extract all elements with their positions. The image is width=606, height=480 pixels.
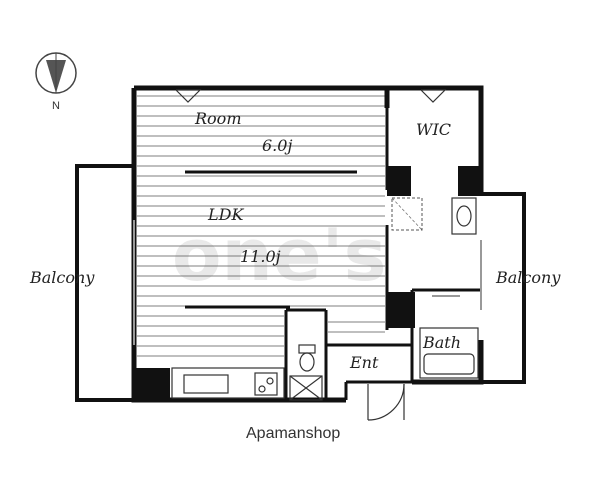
bathtub-icon (419, 327, 479, 379)
floor-hatching (137, 95, 385, 357)
storage-box (289, 375, 323, 401)
bath-label: Bath (422, 333, 461, 352)
kitchen-counter (171, 367, 285, 399)
balcony-right (481, 192, 526, 384)
room-label: Room (194, 109, 241, 128)
room-size: 6.0j (262, 136, 292, 155)
balcony-right-label: Balcony (495, 268, 561, 287)
ldk-size: 11.0j (240, 247, 281, 266)
north-arrow-icon (35, 52, 77, 94)
credit-text: Apamanshop (246, 425, 340, 442)
wic-label: WIC (416, 120, 451, 139)
wic-closet-outline (391, 197, 423, 231)
north-letter: N (52, 100, 60, 112)
washbasin-icon (451, 197, 477, 235)
watermark-text: one's (172, 213, 386, 297)
balcony-left-label: Balcony (29, 268, 95, 287)
toilet-icon (298, 344, 316, 372)
entrance-label: Ent (349, 353, 379, 372)
pillars (134, 166, 482, 402)
entrance-door (367, 383, 405, 421)
balcony-left (75, 164, 134, 402)
ldk-label: LDK (207, 205, 244, 224)
ac-unit-icon (175, 89, 447, 103)
